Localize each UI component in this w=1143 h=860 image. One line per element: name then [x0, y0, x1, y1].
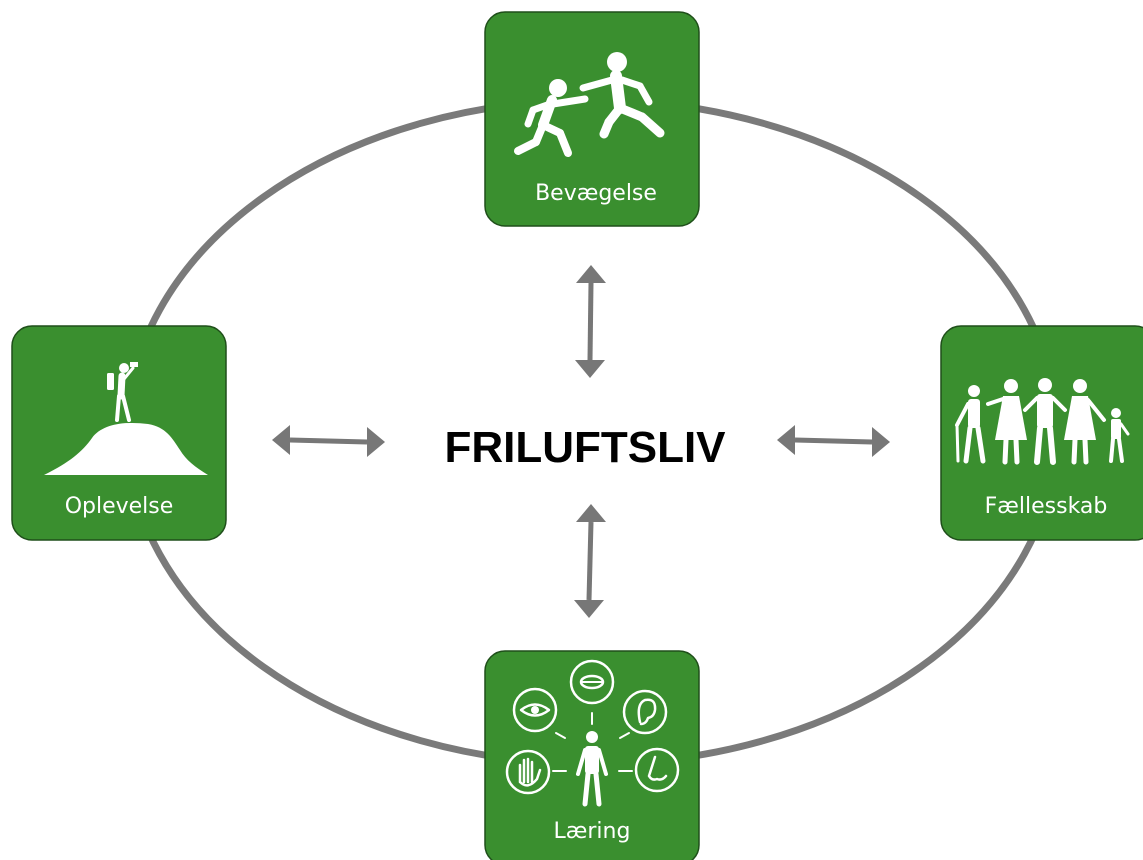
family-group-icon — [955, 378, 1130, 465]
arrow-bottom — [574, 504, 606, 618]
node-oplevelse: Oplevelse — [11, 325, 227, 541]
arrow-top — [575, 265, 606, 378]
running-people-icon — [514, 52, 665, 157]
node-label-laering: Læring — [554, 819, 631, 844]
node-laering: Læring — [484, 650, 700, 860]
node-bevaegelse: Bevægelse — [484, 11, 700, 227]
node-label-bevaegelse: Bevægelse — [535, 181, 657, 206]
five-senses-icon — [505, 659, 680, 807]
arrow-right — [777, 425, 890, 457]
hiker-on-hill-icon — [44, 362, 208, 475]
node-faellesskab: Fællesskab — [940, 325, 1143, 541]
node-label-oplevelse: Oplevelse — [65, 494, 174, 519]
node-label-faellesskab: Fællesskab — [985, 494, 1108, 519]
arrow-left — [272, 425, 385, 457]
center-title: FRILUFTSLIV — [444, 423, 726, 472]
